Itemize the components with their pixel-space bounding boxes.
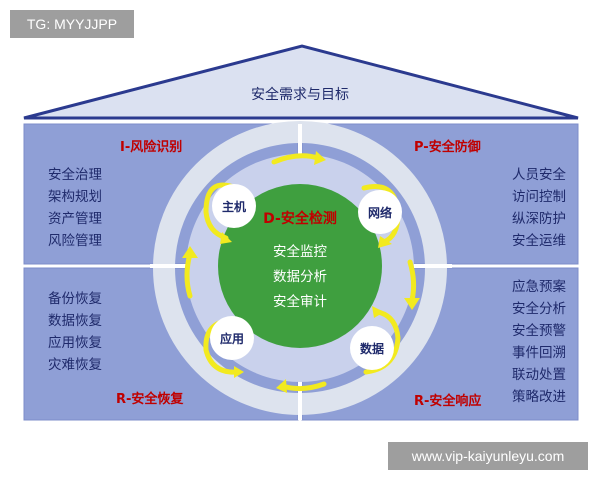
center-title-detect: D-安全检测 [263,211,337,227]
list-item: 联动处置 [512,367,566,383]
list-item: 纵深防护 [512,211,566,227]
list-item: 安全审计 [273,294,327,310]
list-protect: 人员安全 访问控制 纵深防护 安全运维 [486,164,566,252]
bubble-host: 主机 [212,184,256,228]
list-item: 安全治理 [48,167,102,183]
roof-title: 安全需求与目标 [251,87,349,103]
center-list: 安全监控 数据分析 安全审计 [250,240,350,315]
arrow-right-path [407,259,417,303]
list-item: 访问控制 [512,189,566,205]
list-item: 安全运维 [512,233,566,249]
arrow-host-head [220,232,232,244]
quadrant-title-recover: R-安全恢复 [116,392,184,407]
list-item: 数据恢复 [48,313,102,329]
list-item: 安全分析 [512,301,566,317]
bubble-application: 应用 [210,316,254,360]
list-item: 应急预案 [512,279,566,295]
watermark-bottom: www.vip-kaiyunleyu.com [388,442,588,470]
quadrant-title-respond: R-安全响应 [414,394,482,409]
arrow-app-head [234,366,244,378]
list-recover: 备份恢复 数据恢复 应用恢复 灾难恢复 [48,288,102,376]
core-circle [218,184,382,348]
list-item: 备份恢复 [48,291,102,307]
arrow-host-loop [203,182,239,241]
list-item: 架构规划 [48,189,102,205]
arrow-network-head [378,236,392,248]
quadrant-title-protect: P-安全防御 [414,140,481,155]
bubble-network: 网络 [358,190,402,234]
list-item: 事件回溯 [512,345,566,361]
quadrant-title-identify: I-风险识别 [120,140,183,155]
watermark-top: TG: MYYJJPP [10,10,134,38]
list-item: 安全监控 [273,244,327,260]
roof [23,44,579,120]
list-item: 灾难恢复 [48,357,102,373]
arrow-bottom-head [276,379,287,393]
list-item: 数据分析 [273,269,327,285]
arrow-top-path [271,153,321,165]
list-item: 应用恢复 [48,335,102,351]
arrow-right-head [404,298,420,310]
arrow-left-head [182,246,198,258]
arrow-top-head [314,151,326,165]
list-respond: 应急预案 安全分析 安全预警 事件回溯 联动处置 策略改进 [486,276,566,408]
list-item: 资产管理 [48,211,102,227]
list-item: 风险管理 [48,233,102,249]
arrow-data-head [372,306,384,318]
list-identify: 安全治理 架构规划 资产管理 风险管理 [48,164,102,252]
list-item: 人员安全 [512,167,566,183]
list-item: 安全预警 [512,323,566,339]
list-item: 策略改进 [512,389,566,405]
bubble-data: 数据 [350,326,394,370]
